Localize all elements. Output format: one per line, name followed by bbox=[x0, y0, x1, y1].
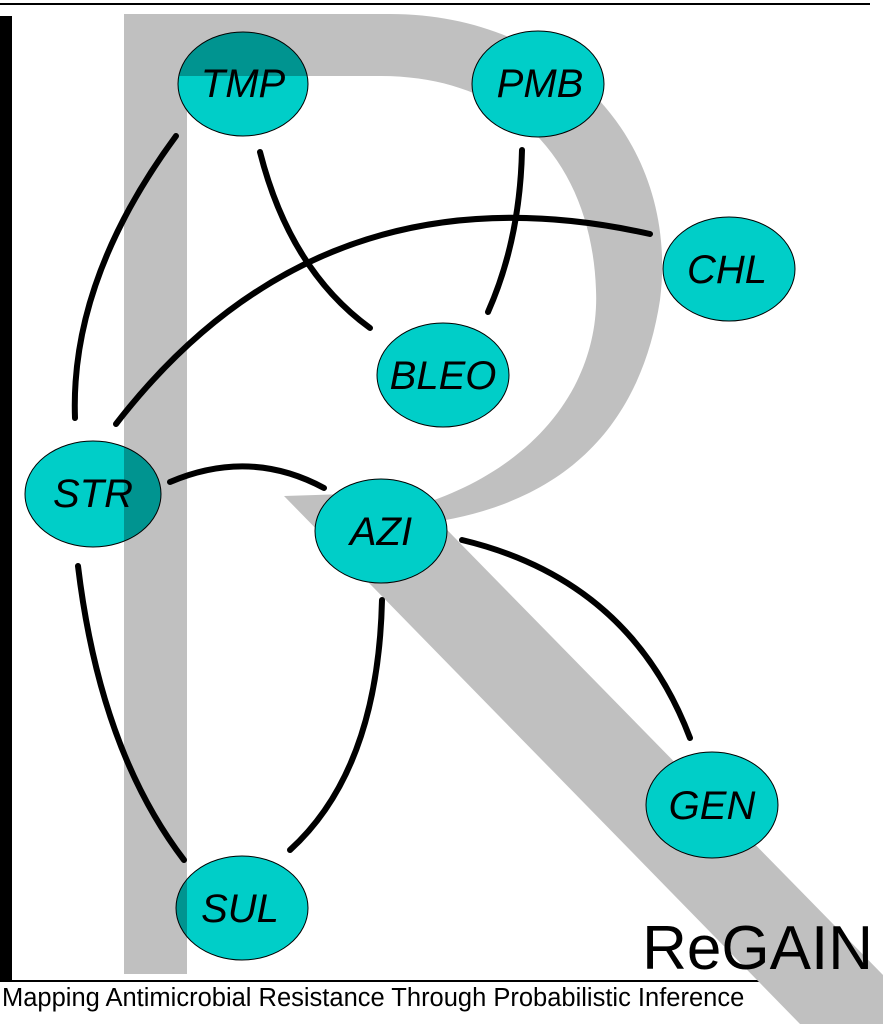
node-azi-label: AZI bbox=[348, 510, 412, 554]
edge-azi-sul bbox=[287, 597, 385, 853]
node-chl-label: CHL bbox=[687, 248, 767, 292]
node-str-label: STR bbox=[53, 472, 133, 516]
node-pmb-label: PMB bbox=[497, 62, 584, 106]
node-sul: SUL bbox=[175, 855, 309, 961]
edge-tmp-bleo bbox=[257, 149, 373, 331]
node-str: STR bbox=[24, 440, 162, 548]
node-azi: AZI bbox=[314, 478, 448, 584]
edges bbox=[71, 133, 693, 863]
regain-logo-title: ReGAIN bbox=[642, 914, 873, 983]
node-chl: CHL bbox=[662, 216, 796, 322]
node-bleo: BLEO bbox=[376, 322, 510, 428]
node-gen: GEN bbox=[645, 751, 779, 859]
r-logo-leg bbox=[284, 492, 883, 1024]
node-str-shape bbox=[24, 440, 162, 548]
node-tmp-shape bbox=[177, 31, 309, 137]
edge-tmp-str bbox=[71, 133, 179, 421]
node-bleo-label: BLEO bbox=[390, 354, 497, 398]
node-gen-shape bbox=[645, 751, 779, 859]
r-logo-bowl bbox=[124, 14, 663, 525]
node-bleo-shape bbox=[376, 322, 510, 428]
edge-azi-gen bbox=[459, 537, 693, 741]
node-tmp: TMP bbox=[177, 31, 309, 137]
r-logo-overlay bbox=[124, 32, 308, 937]
regain-tagline: Mapping Antimicrobial Resistance Through… bbox=[2, 984, 745, 1012]
node-azi-shape bbox=[314, 478, 448, 584]
node-pmb-shape bbox=[471, 30, 605, 138]
node-chl-shape bbox=[662, 216, 796, 322]
node-sul-label: SUL bbox=[201, 887, 279, 931]
node-gen-label: GEN bbox=[669, 784, 756, 828]
node-sul-shape bbox=[175, 855, 309, 961]
edge-pmb-bleo bbox=[485, 147, 525, 315]
node-tmp-label: TMP bbox=[201, 62, 286, 106]
edge-str-sul bbox=[75, 563, 187, 863]
edge-chl-str bbox=[113, 214, 653, 427]
node-pmb: PMB bbox=[471, 30, 605, 138]
left-bar bbox=[0, 16, 12, 982]
edge-str-azi bbox=[167, 463, 327, 491]
